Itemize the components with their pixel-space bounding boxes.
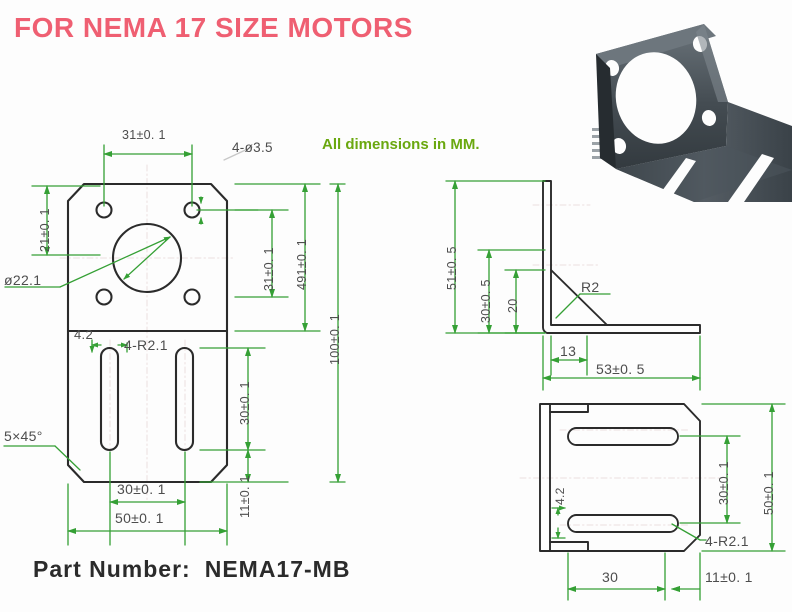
dim-overall-height: 100±0. 1 xyxy=(328,314,342,365)
dim-hole-edge-top: 21±0. 1 xyxy=(38,208,52,252)
dim-mount-holes: 4-ø3.5 xyxy=(232,140,273,155)
dim-gusset-height: 30±0. 5 xyxy=(479,279,493,323)
dim-bend-radius: R2 xyxy=(581,279,600,295)
plan-outline xyxy=(539,403,701,552)
slot-left xyxy=(99,346,120,452)
dim-hole-pitch-vertical: 31±0. 1 xyxy=(262,247,276,291)
dim-slot-length-plan: 30 xyxy=(602,569,619,585)
dim-base-step: 13 xyxy=(560,343,577,359)
dim-hole-pitch-horizontal: 31±0. 1 xyxy=(122,128,166,142)
dim-slot-radius: 4-R2.1 xyxy=(124,337,168,353)
dim-slot-radius-plan: 4-R2.1 xyxy=(705,533,749,549)
dim-plate-face-height: 491±0. 1 xyxy=(295,239,309,290)
dim-slot-width-plan: 4.2 xyxy=(553,487,567,505)
part-number-label: Part Number: xyxy=(33,556,191,582)
units-note: All dimensions in MM. xyxy=(322,136,480,153)
flange-notch-top xyxy=(549,403,589,413)
part-number-row: Part Number: NEMA17-MB xyxy=(33,556,350,583)
center-bore-circle xyxy=(111,222,183,294)
dim-gusset-inner: 20 xyxy=(506,298,520,313)
product-photo xyxy=(576,6,792,206)
dim-profile-height: 51±0. 5 xyxy=(445,246,459,290)
dim-plate-width: 50±0. 1 xyxy=(115,510,164,526)
mount-hole xyxy=(183,288,201,306)
dim-slot-to-bottom: 11±0. 1 xyxy=(238,475,252,518)
plan-slot-bottom xyxy=(567,514,679,533)
dim-overall-width-plan: 50±0. 1 xyxy=(762,471,776,515)
gusset-line xyxy=(550,269,608,326)
dim-edge-offset-plan: 11±0. 1 xyxy=(705,569,753,585)
mount-hole xyxy=(95,288,113,306)
page-title: FOR NEMA 17 SIZE MOTORS xyxy=(14,12,413,43)
dim-slot-width: 4.2 xyxy=(74,327,93,342)
flange-notch-bottom xyxy=(549,541,589,552)
slot-right xyxy=(174,346,195,452)
part-number-value: NEMA17-MB xyxy=(204,556,351,582)
dim-slot-pitch-plan: 30±0. 1 xyxy=(717,461,731,505)
dim-slot-pitch: 30±0. 1 xyxy=(117,481,166,497)
front-plate-view xyxy=(3,144,346,546)
dim-profile-length: 53±0. 5 xyxy=(596,361,645,377)
dim-slot-length: 30±0. 1 xyxy=(238,381,252,425)
dim-center-bore: ø22.1 xyxy=(4,272,42,288)
side-profile-view xyxy=(445,180,701,391)
l-profile-outline xyxy=(542,180,701,334)
plan-slot-top xyxy=(567,427,679,446)
dim-chamfer: 5×45° xyxy=(4,428,43,444)
bottom-plan-view xyxy=(519,403,786,601)
